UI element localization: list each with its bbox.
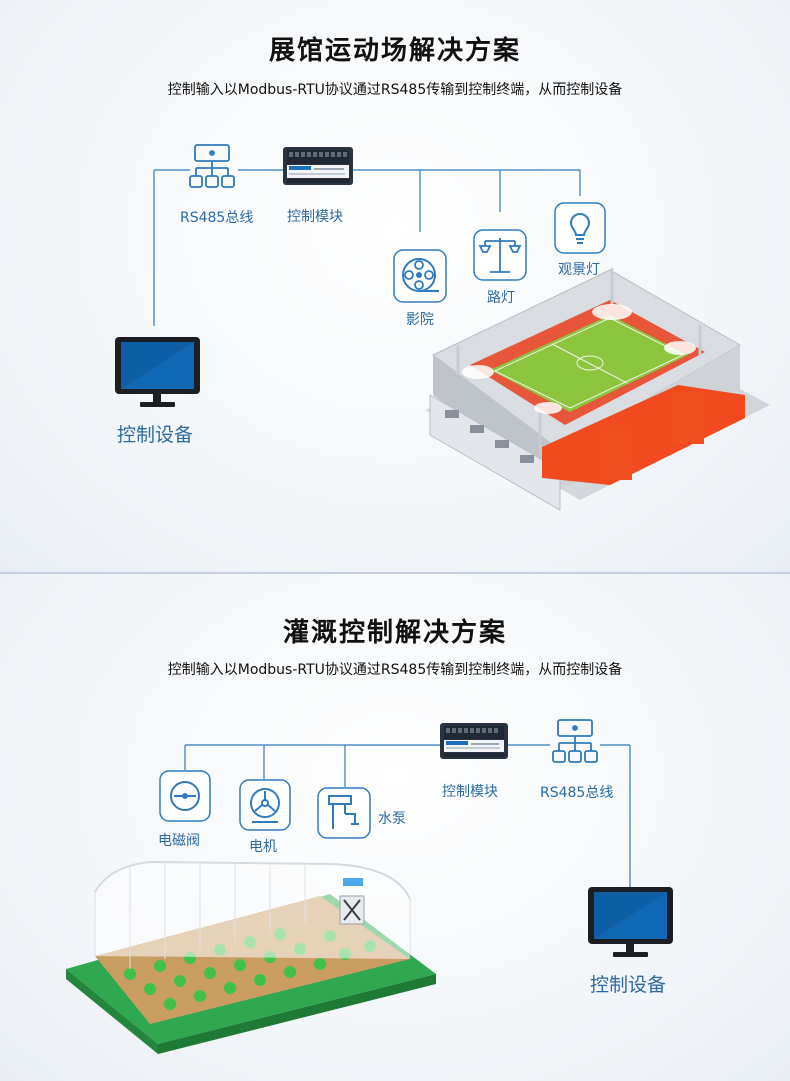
stadium-diagram xyxy=(115,144,770,511)
monitor-icon xyxy=(588,887,673,957)
panel-title: 展馆运动场解决方案 xyxy=(268,36,521,66)
label-cinema: 影院 xyxy=(406,312,434,328)
label-control-device: 控制设备 xyxy=(590,974,667,996)
motor-fan-icon xyxy=(239,779,291,831)
label-rs485-bus: RS485总线 xyxy=(180,210,254,226)
label-rs485-bus: RS485总线 xyxy=(540,785,614,801)
stadium-illustration xyxy=(425,268,770,511)
control-module-icon xyxy=(440,723,508,759)
label-control-module: 控制模块 xyxy=(442,784,498,800)
scenic-light-bulb-icon xyxy=(554,202,606,254)
label-street-light: 路灯 xyxy=(487,290,515,306)
rs485-bus-icon xyxy=(189,144,235,188)
bus-lines xyxy=(153,169,581,326)
label-scenic-light: 观景灯 xyxy=(558,262,600,278)
monitor-icon xyxy=(115,337,200,407)
cinema-film-reel-icon xyxy=(393,249,447,303)
label-motor: 电机 xyxy=(249,839,277,855)
solenoid-valve-icon xyxy=(159,770,211,822)
label-water-pump: 水泵 xyxy=(378,811,406,827)
panel-exhibition-stadium: 展馆运动场解决方案 控制输入以Modbus-RTU协议通过RS485传输到控制终… xyxy=(0,0,790,572)
panel-irrigation: 灌溉控制解决方案 控制输入以Modbus-RTU协议通过RS485传输到控制终端… xyxy=(0,574,790,1081)
greenhouse-illustration xyxy=(66,860,436,1054)
label-control-module: 控制模块 xyxy=(287,209,343,225)
bus-lines xyxy=(184,744,631,887)
panel-title: 灌溉控制解决方案 xyxy=(282,618,507,648)
rs485-bus-icon xyxy=(552,719,598,763)
water-pump-icon xyxy=(317,787,371,839)
label-control-device: 控制设备 xyxy=(117,424,194,446)
control-module-icon xyxy=(283,147,353,185)
street-light-icon xyxy=(473,229,527,281)
section-divider xyxy=(0,572,790,574)
label-solenoid-valve: 电磁阀 xyxy=(158,833,200,849)
irrigation-diagram xyxy=(66,719,673,1054)
panel-subtitle: 控制输入以Modbus-RTU协议通过RS485传输到控制终端，从而控制设备 xyxy=(167,662,623,678)
panel-subtitle: 控制输入以Modbus-RTU协议通过RS485传输到控制终端，从而控制设备 xyxy=(167,82,623,98)
